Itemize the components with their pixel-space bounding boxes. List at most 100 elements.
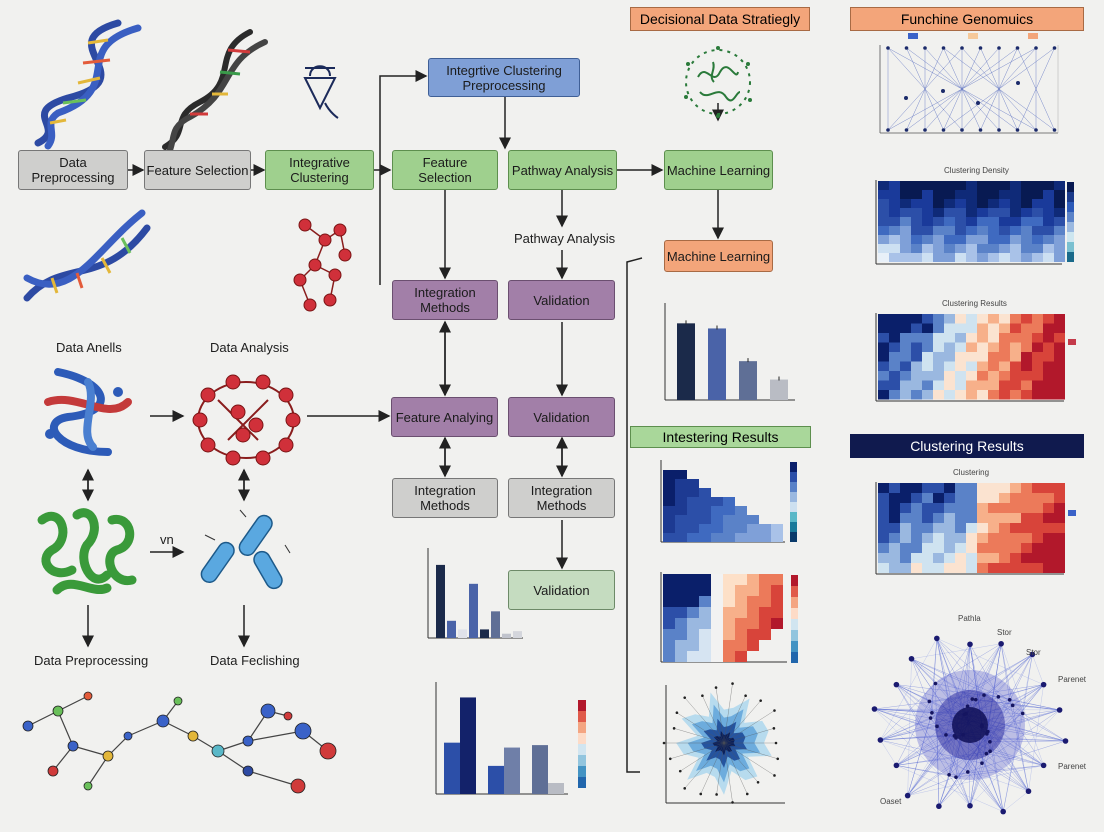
network-node bbox=[1016, 81, 1020, 85]
heatmap-blue-red-1-cell bbox=[999, 342, 1010, 352]
bar-chart-3-bar bbox=[548, 783, 564, 794]
heatmap-blue-red-2-cell bbox=[966, 503, 977, 513]
network-edge bbox=[896, 684, 957, 778]
heatmap-triangle-cell bbox=[711, 524, 723, 533]
heatmap-blue-cell bbox=[933, 235, 944, 244]
heatmap-blue-red-1-cell bbox=[944, 390, 955, 400]
heatmap-blue-red-2-cell bbox=[1054, 493, 1065, 503]
heatmap-blue-red-2-cell bbox=[1021, 543, 1032, 553]
network-edge bbox=[911, 658, 1010, 700]
network-node bbox=[941, 46, 946, 50]
heatmap-blue-cell bbox=[999, 181, 1010, 190]
heatmap-blue-cell bbox=[911, 199, 922, 208]
heatmap-triangle-cell bbox=[735, 515, 747, 524]
heatmap-blue-red-2-cell bbox=[911, 543, 922, 553]
network-node bbox=[904, 792, 911, 799]
heatmap-blue-cell bbox=[900, 253, 911, 262]
box-pathway-analysis[interactable]: Pathway Analysis bbox=[508, 150, 617, 190]
heatmap-blue-red-1-cell bbox=[944, 323, 955, 333]
box-feature-analying[interactable]: Feature Analying bbox=[391, 397, 498, 437]
heatmap-blue-red-2-cell bbox=[1021, 533, 1032, 543]
box-integration-methods-1[interactable]: Integration Methods bbox=[392, 280, 498, 320]
heatmap-blue-cell bbox=[911, 208, 922, 217]
heatmap-blue-red-1-cell bbox=[1010, 333, 1021, 343]
heatmap-blue-red-1-cell bbox=[966, 333, 977, 343]
box-machine-learning-2[interactable]: Machine Learning bbox=[664, 240, 773, 272]
heatmap-blue-red-2-cell bbox=[911, 553, 922, 563]
heatmap-blue-red-2-cell bbox=[1021, 493, 1032, 503]
heatmap-blue-cell bbox=[933, 253, 944, 262]
box-integrative-clustering-preprocessing[interactable]: Integrtive Clustering Preprocessing bbox=[428, 58, 580, 97]
heatmap-blue-red-1-cell bbox=[999, 333, 1010, 343]
heatmap-diverging-cell bbox=[747, 574, 759, 585]
heatmap-blue-cell bbox=[988, 217, 999, 226]
heatmap-blue-red-1-cell bbox=[1032, 333, 1043, 343]
network-label-bottom: Oaset bbox=[880, 797, 902, 806]
heatmap-diverging-cell bbox=[723, 618, 735, 629]
heatmap-blue-red-2-cell bbox=[1010, 523, 1021, 533]
box-validation-3[interactable]: Validation bbox=[508, 570, 615, 610]
heatmap-triangle-cell bbox=[747, 524, 759, 533]
box-feature-selection-2[interactable]: Feature Selection bbox=[392, 150, 498, 190]
box-validation-1[interactable]: Validation bbox=[508, 280, 615, 320]
heatmap-blue-red-1-cell bbox=[900, 371, 911, 381]
box-integrative-clustering[interactable]: Integrative Clustering bbox=[265, 150, 374, 190]
network-edge bbox=[983, 694, 1066, 742]
header-clustering-results: Clustering Results bbox=[850, 434, 1084, 458]
heatmap-blue-red-1-cell bbox=[911, 323, 922, 333]
network-edge bbox=[998, 696, 1044, 766]
heatmap-blue-red-2-cell bbox=[889, 513, 900, 523]
box-validation-2[interactable]: Validation bbox=[508, 397, 615, 437]
heatmap-blue-red-2-cell bbox=[988, 513, 999, 523]
network-node bbox=[978, 128, 983, 132]
heatmap-triangle-cell bbox=[663, 524, 675, 533]
heatmap-blue-red-1-cell bbox=[977, 323, 988, 333]
box-feature-selection[interactable]: Feature Selection bbox=[144, 150, 251, 190]
heatmap-blue-cell bbox=[1021, 190, 1032, 199]
heatmap-blue-cell bbox=[977, 181, 988, 190]
heatmap-triangle-blue bbox=[660, 460, 797, 543]
heatmap-blue-red-1-cell bbox=[900, 342, 911, 352]
heatmap-blue-red-2-cell bbox=[1054, 513, 1065, 523]
heatmap-blue-cell bbox=[966, 217, 977, 226]
heatmap-diverging-cell bbox=[735, 618, 747, 629]
network-edge bbox=[896, 765, 957, 778]
heatmap-blue-red-1-cell bbox=[1010, 352, 1021, 362]
heatmap-blue-red-1-cell bbox=[889, 314, 900, 324]
heatmap-blue-red-1-cell bbox=[1010, 314, 1021, 324]
heatmap-blue-red-2-cell bbox=[977, 533, 988, 543]
box-machine-learning[interactable]: Machine Learning bbox=[664, 150, 773, 190]
heatmap-blue-red-1-cell bbox=[900, 314, 911, 324]
network-node bbox=[965, 770, 970, 774]
heatmap-diverging-cell bbox=[687, 651, 699, 662]
heatmap-blue-red-2-cell bbox=[1032, 523, 1043, 533]
heatmap-blue-red-2-cell bbox=[944, 533, 955, 543]
heatmap-blue-red-2-cell bbox=[889, 563, 900, 573]
heatmap-blue-cell bbox=[1043, 181, 1054, 190]
heatmap-blue-cell bbox=[988, 208, 999, 217]
network-edge bbox=[936, 638, 1044, 685]
heatmap-blue-cell bbox=[955, 217, 966, 226]
heatmap-blue-cell bbox=[944, 235, 955, 244]
label-data-anells: Data Anells bbox=[56, 340, 122, 355]
heatmap-blue-red-2-cell bbox=[988, 523, 999, 533]
box-data-preprocessing[interactable]: Data Preprocessing bbox=[18, 150, 128, 190]
heatmap-blue-red-2-cell bbox=[944, 513, 955, 523]
network-edge bbox=[874, 708, 968, 773]
box-integration-methods-3[interactable]: Integration Methods bbox=[508, 478, 615, 518]
heatmap-triangle-colorbar bbox=[790, 462, 797, 542]
heatmap-blue-red-2-cell bbox=[911, 513, 922, 523]
box-integration-methods-2[interactable]: Integration Methods bbox=[392, 478, 498, 518]
heatmap-blue-cell bbox=[1032, 226, 1043, 235]
heatmap-blue-red-2-cell bbox=[1032, 503, 1043, 513]
heatmap-triangle-cell bbox=[675, 506, 687, 515]
heatmap-blue-red-1-cell bbox=[911, 352, 922, 362]
heatmap-blue-red-2-cell bbox=[1043, 533, 1054, 543]
blob-chart-edge bbox=[723, 742, 748, 795]
heatmap-blue-cell bbox=[977, 217, 988, 226]
bar-chart-1-bar bbox=[770, 379, 788, 400]
heatmap-blue-red-1-cell bbox=[977, 361, 988, 371]
heatmap-blue-red-2-cell bbox=[1010, 483, 1021, 493]
heatmap-blue-red-1-cell bbox=[922, 333, 933, 343]
